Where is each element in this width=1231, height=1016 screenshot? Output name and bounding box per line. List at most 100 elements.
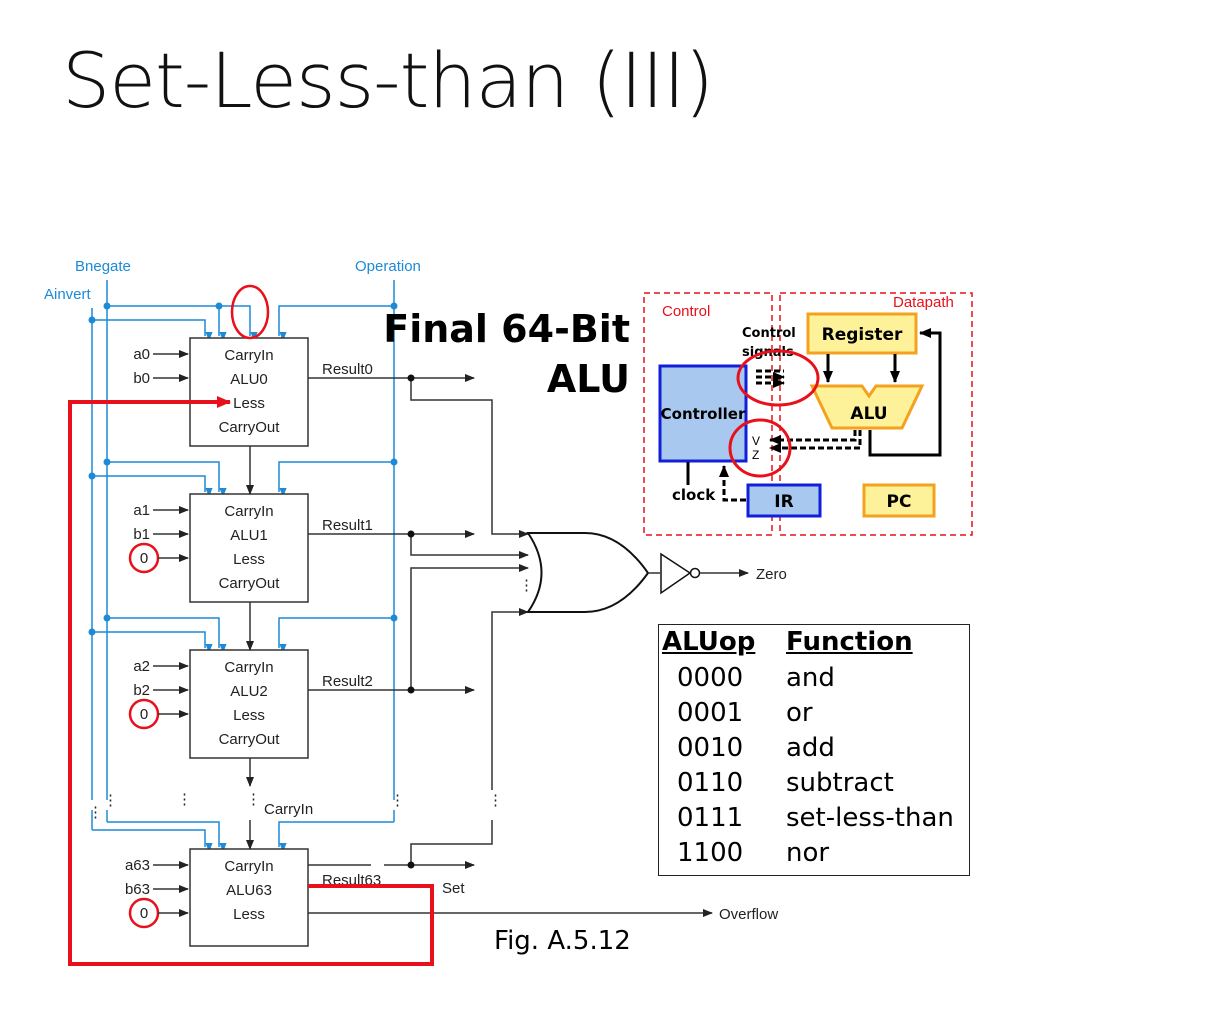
alu-port-label: ALU0	[230, 371, 268, 388]
diagram-heading-line2: ALU	[547, 357, 630, 401]
zero-label: Zero	[756, 566, 787, 583]
alu-port-label: CarryIn	[224, 659, 273, 676]
aluop-code: 1100	[677, 838, 744, 868]
bus-ellipsis-b: ⋮	[103, 792, 118, 809]
controller-label: Controller	[661, 405, 746, 423]
control-signals-label-1: Control	[742, 326, 796, 341]
register-box	[806, 312, 918, 355]
alu-port-label: CarryOut	[219, 731, 281, 748]
less-zero-input: 0	[140, 706, 148, 723]
bnegate-label: Bnegate	[75, 258, 131, 275]
aluop-header: ALUop	[662, 627, 756, 657]
slide-title: Set-Less-than (III)	[62, 36, 714, 125]
diagram-heading-line1: Final 64-Bit	[383, 307, 630, 351]
alu-port-label: CarryIn	[224, 503, 273, 520]
datapath-region-label: Datapath	[893, 294, 954, 311]
aluop-code: 0000	[677, 663, 744, 693]
result-label: Result2	[322, 673, 373, 690]
alu-box	[189, 848, 309, 947]
alu-inset-label: ALU	[850, 404, 887, 424]
bus-ellipsis-c: ⋮	[390, 792, 405, 809]
alu-port-label: Less	[233, 395, 265, 412]
vertical-ellipsis: ⋮	[177, 791, 192, 808]
input-b-label: b2	[133, 682, 150, 699]
table-row: 0111 set-less-than	[659, 803, 969, 838]
control-datapath-inset: Control Datapath Controller Register ALU…	[643, 292, 973, 536]
or-input-ellipsis: ⋮	[519, 577, 534, 594]
function-name: subtract	[786, 768, 894, 798]
aluop-table: ALUop Function 0000 and 0001 or 0010 add 0110 s…	[658, 624, 970, 876]
register-label: Register	[822, 325, 903, 345]
overflow-label: Overflow	[719, 906, 778, 923]
bus-ellipsis-a: ⋮	[88, 804, 103, 821]
table-row: 0000 and	[659, 663, 969, 698]
alu-port-label: CarryOut	[219, 419, 281, 436]
alu-port-label: CarryIn	[224, 347, 273, 364]
operation-label: Operation	[355, 258, 421, 275]
flag-v-label: V	[752, 434, 760, 448]
table-row: 0010 add	[659, 733, 969, 768]
input-b-label: b63	[125, 881, 150, 898]
less-zero-input: 0	[140, 905, 148, 922]
function-name: add	[786, 733, 835, 763]
carryin-label: CarryIn	[264, 801, 313, 818]
alu-port-label: CarryIn	[224, 858, 273, 875]
inverter	[660, 552, 701, 595]
aluop-code: 0110	[677, 768, 744, 798]
alu-port-label: Less	[233, 707, 265, 724]
or-feed-ellipsis: ⋮	[488, 792, 503, 809]
alu-port-label: Less	[233, 906, 265, 923]
function-name: and	[786, 663, 835, 693]
function-name: set-less-than	[786, 803, 954, 833]
controller-box	[658, 364, 748, 463]
function-name: or	[786, 698, 813, 728]
alu-port-label: ALU1	[230, 527, 268, 544]
input-a-label: a1	[133, 502, 150, 519]
table-row: 1100 nor	[659, 838, 969, 873]
input-a-label: a0	[133, 346, 150, 363]
result-wires	[308, 374, 713, 917]
aluop-code: 0111	[677, 803, 744, 833]
carryin-highlight-circle	[230, 284, 270, 340]
input-a-label: a2	[133, 658, 150, 675]
function-header: Function	[786, 627, 913, 657]
ir-label: IR	[774, 492, 793, 512]
input-b-label: b0	[133, 370, 150, 387]
control-signals-highlight	[736, 349, 820, 407]
ainvert-label: Ainvert	[44, 286, 92, 303]
ir-box	[746, 483, 822, 518]
alu-port-label: ALU2	[230, 683, 268, 700]
carry-ellipsis: ⋮	[246, 791, 261, 808]
control-buses	[91, 280, 395, 830]
function-name: nor	[786, 838, 830, 868]
less-zero-input: 0	[140, 550, 148, 567]
clock-label: clock	[672, 486, 716, 504]
result-label: Result0	[322, 361, 373, 378]
flags-highlight	[728, 418, 792, 478]
table-row: 0110 subtract	[659, 768, 969, 803]
set-label: Set	[442, 880, 465, 897]
aluop-code: 0001	[677, 698, 744, 728]
aluop-code: 0010	[677, 733, 744, 763]
alu-port-label: ALU63	[226, 882, 272, 899]
pc-box	[862, 483, 936, 518]
figure-caption: Fig. A.5.12	[494, 926, 631, 956]
set-to-less-path	[68, 396, 434, 966]
alu-port-label: CarryOut	[219, 575, 281, 592]
table-row: 0001 or	[659, 698, 969, 733]
alu-shape	[809, 384, 925, 430]
flag-z-label: Z	[752, 448, 759, 462]
alu-box	[189, 337, 309, 447]
input-b-label: b1	[133, 526, 150, 543]
control-region-label: Control	[662, 303, 710, 320]
input-a-label: a63	[125, 857, 150, 874]
alu-port-label: Less	[233, 551, 265, 568]
or-gate	[526, 532, 650, 613]
pc-label: PC	[887, 492, 912, 512]
result-label: Result1	[322, 517, 373, 534]
